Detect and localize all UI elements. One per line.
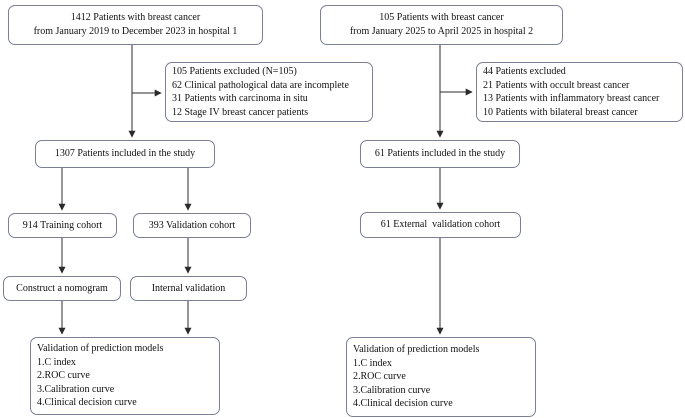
box-included-study1: 1307 Patients included in the study	[35, 140, 215, 168]
box-line: 12 Stage IV breast cancer patients	[172, 106, 309, 118]
box-validation-models-right: Validation of prediction models 1.C inde…	[346, 337, 536, 417]
box-line: 4.Clinical decision curve	[37, 397, 137, 409]
box-hospital1-patients: 1412 Patients with breast cancer from Ja…	[8, 5, 263, 45]
box-line: 13 Patients with inflammatory breast can…	[483, 93, 660, 104]
box-line: 10 Patients with bilateral breast cancer	[483, 106, 638, 118]
box-line: 1412 Patients with breast cancer	[70, 12, 201, 23]
box-line: 1.C index	[353, 357, 392, 369]
box-line: from January 2019 to December 2023 in ho…	[33, 26, 238, 37]
box-line: 61 External validation cohort	[380, 219, 501, 231]
box-line: 2.ROC curve	[37, 370, 90, 382]
box-line: 21 Patients with occult breast cancer	[483, 79, 630, 91]
box-line: 1.C index	[37, 356, 76, 368]
box-line: 2.ROC curve	[353, 371, 406, 383]
box-line: 105 Patients with breast cancer	[379, 12, 504, 23]
box-construct-nomogram: Construct a nomogram	[3, 276, 121, 301]
box-line: 4.Clinical decision curve	[353, 398, 453, 410]
box-included-study2: 61 Patients included in the study	[360, 140, 520, 168]
box-line: Construct a nomogram	[16, 282, 108, 294]
box-line: 1307 Patients included in the study	[54, 148, 196, 160]
box-line: Internal validation	[151, 282, 226, 294]
box-line: 31 Patients with carcinoma in situ	[172, 93, 308, 104]
box-excluded-hospital1: 105 Patients excluded (N=105) 62 Clinica…	[165, 62, 373, 122]
box-line: 914 Training cohort	[22, 219, 103, 231]
box-external-validation-cohort: 61 External validation cohort	[360, 212, 521, 238]
box-line: 393 Validation cohort	[148, 219, 236, 231]
box-hospital2-patients: 105 Patients with breast cancer from Jan…	[320, 5, 563, 45]
box-line: 62 Clinical pathological data are incomp…	[172, 79, 349, 91]
box-line: 105 Patients excluded (N=105)	[172, 66, 297, 77]
box-validation-cohort: 393 Validation cohort	[133, 213, 251, 238]
box-line: 44 Patients excluded	[483, 66, 566, 77]
box-internal-validation: Internal validation	[130, 276, 247, 301]
box-training-cohort: 914 Training cohort	[8, 213, 117, 238]
box-line: Validation of prediction models	[37, 343, 164, 355]
box-line: Validation of prediction models	[353, 344, 480, 356]
box-excluded-hospital2: 44 Patients excluded 21 Patients with oc…	[476, 62, 683, 122]
box-line: 3.Calibration curve	[353, 384, 431, 396]
box-line: from January 2025 to April 2025 in hospi…	[349, 26, 534, 37]
box-line: 3.Calibration curve	[37, 383, 115, 395]
box-validation-models-left: Validation of prediction models 1.C inde…	[30, 337, 220, 415]
box-line: 61 Patients included in the study	[374, 148, 506, 160]
